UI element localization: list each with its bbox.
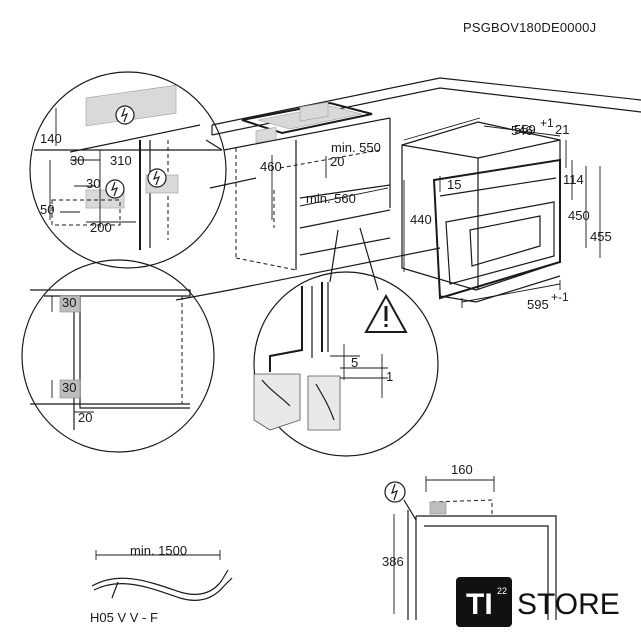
dim-460: 460 — [260, 159, 282, 174]
middle-detail-circle — [253, 271, 439, 457]
electrical-socket-icon — [384, 481, 406, 503]
dim-20-side: 20 — [78, 410, 92, 425]
store-logo: TI 22 STORE — [456, 577, 620, 627]
dim-min-560: min. 560 — [306, 191, 356, 206]
dim-30-upper: 30 — [62, 295, 76, 310]
dim-450: 450 — [568, 208, 590, 223]
dim-386: 386 — [382, 554, 404, 569]
bottom-left-detail-circle — [21, 259, 215, 453]
dim-5: 5 — [351, 355, 358, 370]
product-code: PSGBOV180DE0000J — [463, 20, 596, 35]
dim-440: 440 — [410, 212, 432, 227]
kitchen-perspective — [175, 77, 641, 301]
dim-595: 595 — [527, 297, 549, 312]
store-logo-badge-superscript: 22 — [497, 586, 507, 596]
dim-30-mid: 30 — [86, 176, 100, 191]
dim-595-tolerance: +-1 — [551, 290, 569, 304]
dim-50: 50 — [40, 202, 54, 217]
warning-triangle-icon — [364, 293, 408, 333]
dim-140: 140 — [40, 131, 62, 146]
dim-1: 1 — [386, 369, 393, 384]
dim-15: 15 — [447, 177, 461, 192]
oven-drawing — [401, 117, 601, 308]
dim-30-top: 30 — [70, 153, 84, 168]
store-logo-badge: TI — [466, 588, 493, 621]
store-logo-text: STORE — [517, 588, 620, 621]
dim-559-tolerance: +1 — [540, 116, 554, 130]
power-cable — [91, 550, 233, 601]
dim-310: 310 — [110, 153, 132, 168]
dim-20-top: 20 — [330, 154, 344, 169]
dim-546: 546 — [511, 123, 533, 138]
electrical-socket-icon — [105, 179, 125, 199]
dim-200: 200 — [90, 220, 112, 235]
dim-455: 455 — [590, 229, 612, 244]
dim-114: 114 — [563, 172, 584, 187]
dim-21: 21 — [555, 122, 569, 137]
dim-min-1500: min. 1500 — [130, 543, 187, 558]
cable-type-label: H05 V V - F — [90, 610, 158, 625]
dim-559: 559 — [514, 122, 536, 137]
rear-socket-detail — [393, 476, 557, 620]
dim-30-lower: 30 — [62, 380, 76, 395]
electrical-socket-icon — [115, 105, 135, 125]
top-left-detail-circle — [29, 71, 227, 269]
dim-min-550: min. 550 — [331, 140, 381, 155]
electrical-socket-icon — [147, 168, 167, 188]
dim-160: 160 — [451, 462, 473, 477]
